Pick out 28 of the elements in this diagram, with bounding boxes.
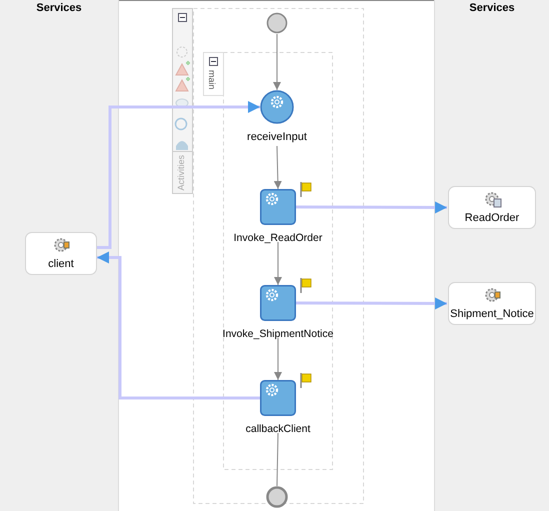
service-card [448, 282, 536, 325]
scope-name: main [207, 70, 217, 90]
message-line [296, 201, 447, 214]
message-line [97, 101, 260, 249]
message-line [296, 297, 447, 310]
start-event [266, 12, 288, 34]
invoke-activity [224, 278, 332, 338]
activity-name: Invoke_ReadOrder [232, 232, 324, 244]
flow-arrow [274, 242, 282, 286]
panel-heading: Services [468, 2, 516, 14]
services-panel [434, 0, 549, 511]
activity-name: callbackClient [244, 423, 312, 435]
message-line [97, 252, 260, 400]
service-card [448, 186, 536, 229]
toolbar-title: Activities [176, 155, 186, 191]
flow-arrow [274, 146, 282, 190]
end-event [266, 486, 288, 508]
flow-arrow [274, 338, 282, 380]
service-name: Shipment_Notice [449, 308, 535, 320]
service-card [25, 232, 97, 275]
scope-frame [203, 52, 333, 470]
activity-name: Invoke_ShipmentNotice [222, 328, 334, 340]
service-name: ReadOrder [464, 212, 520, 224]
service-name: client [47, 258, 75, 270]
services-panel [0, 0, 119, 511]
panel-heading: Services [35, 2, 83, 14]
activity-name: receiveInput [246, 131, 308, 143]
flow-arrow [273, 34, 281, 90]
